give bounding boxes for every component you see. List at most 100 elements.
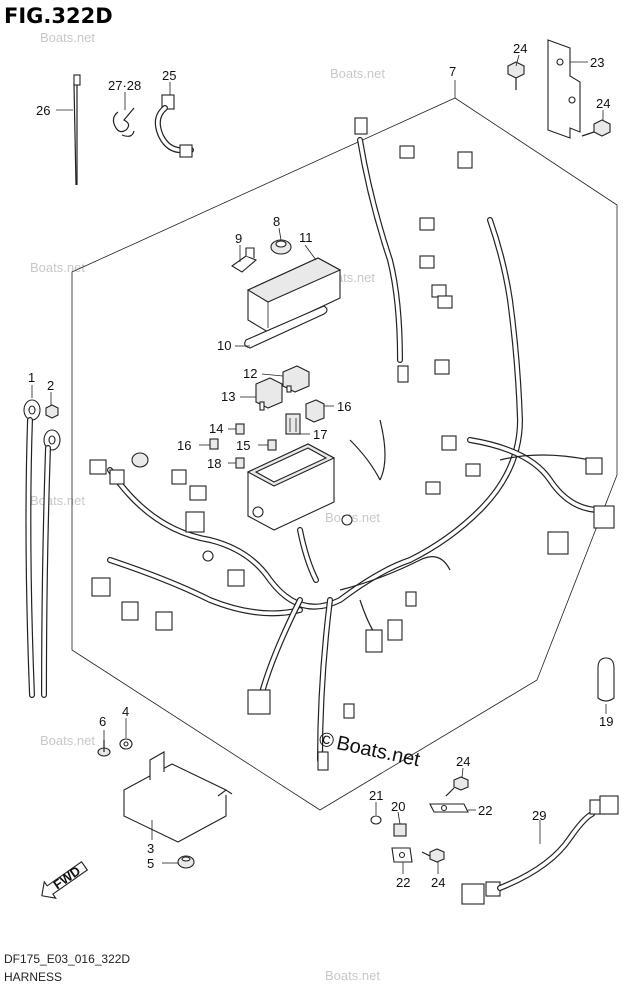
callout-1: 1 [28,370,35,385]
fuse-box-body [246,443,336,583]
callout-12: 12 [243,366,257,381]
callout-16: 16 [177,438,191,453]
harness-connector [593,505,615,529]
copyright-symbol: © [317,728,336,753]
watermark-layer: Boats.net Boats.net Boats.net Boats.net … [30,30,385,983]
relay-part-16 [305,399,325,423]
fuse-part-14 [235,423,245,435]
harness-connector [425,481,441,495]
harness-connector [585,457,603,475]
callout-24: 24 [456,754,470,769]
callout-16: 16 [337,399,351,414]
harness-connector [131,452,149,468]
battery-cable-part-1 [23,399,41,698]
harness-connector [171,469,187,485]
seal-part-10 [244,305,328,349]
harness-connector [185,511,205,533]
callout-25: 25 [162,68,176,83]
harness-connector [434,359,450,375]
bracket-part-3 [123,751,233,843]
collar-part-20 [393,823,407,837]
callout-24: 24 [513,41,527,56]
watermark-text: Boats.net [325,510,380,525]
battery-cable-part-2 [41,429,61,698]
harness-connector [441,435,457,451]
harness-connector [457,151,473,169]
fuse-part-16 [209,438,219,450]
screw-part-6 [97,740,111,757]
callout-15: 15 [236,438,250,453]
harness-connector [405,591,417,607]
boats-net-watermark: © Boats.net [317,728,422,771]
bolt-part-24 [445,776,469,797]
harness-connector [354,117,368,135]
fuse-box-cover-part-11 [246,257,342,333]
cable-tie-part-26 [73,74,81,186]
figure-title: FIG.322D [4,4,113,28]
bolt-part-24 [421,848,445,863]
washer-part-4 [119,738,133,750]
harness-connector [227,569,245,587]
harness-connector [419,255,435,269]
harness-connector [397,365,409,383]
callout-22: 22 [478,803,492,818]
callout-19: 19 [599,714,613,729]
callout-9: 9 [235,231,242,246]
callout-4: 4 [122,704,129,719]
callout-18: 18 [207,456,221,471]
watermark-text: Boats.net [30,493,85,508]
harness-connector [89,459,107,475]
fuse-part-17 [285,413,301,435]
watermark-text: Boats.net [40,30,95,45]
bolt-part-24 [507,61,525,90]
callout-5: 5 [147,856,154,871]
assembly-frame [71,97,618,811]
callout-24: 24 [596,96,610,111]
callout-2: 2 [47,378,54,393]
harness-connector [121,601,139,621]
callout-7: 7 [449,64,456,79]
callout-24: 24 [431,875,445,890]
harness-connector [399,145,415,159]
harness-connector [547,531,569,555]
callout-13: 13 [221,389,235,404]
harness-connector [431,284,447,298]
callout-6: 6 [99,714,106,729]
callout-10: 10 [217,338,231,353]
fwd-arrow-icon: FWD [41,861,89,899]
cap-part-19 [597,657,615,702]
harness-connector [91,577,111,597]
section-name: HARNESS [4,970,62,984]
harness-connector [365,629,383,653]
harness-connector [155,611,173,631]
callout-27-28: 27·28 [108,78,141,93]
harness-connector [109,469,125,485]
fuse-part-15 [267,439,277,451]
watermark-text: Boats.net [40,733,95,748]
diagram-code: DF175_E03_016_322D [4,952,130,966]
grommet-part-8 [270,239,292,255]
callout-3: 3 [147,841,154,856]
harness-connector [247,689,271,715]
harness-connector [419,217,435,231]
clip-part-9 [230,247,258,273]
washer-part-21 [370,815,382,825]
harness-connector [465,463,481,477]
callout-labels: 1 2 3 4 5 6 7 8 9 10 11 12 13 14 15 16 1… [28,41,613,890]
harness-connector [189,485,207,501]
callout-22: 22 [396,875,410,890]
harness-connector [343,703,355,719]
extension-harness-part-29 [461,795,619,905]
nut-part-2 [45,404,59,419]
clamp-part-22 [391,847,413,863]
main-wiring-harness-part-7 [107,137,603,763]
clamp-part-25 [154,94,194,158]
fuse-part-18 [235,457,245,469]
harness-connector [317,751,329,771]
harness-connector [437,295,453,309]
clip-part-27-28 [112,107,135,137]
watermark-text: Boats.net [325,968,380,983]
callout-23: 23 [590,55,604,70]
harness-connector [387,619,403,641]
